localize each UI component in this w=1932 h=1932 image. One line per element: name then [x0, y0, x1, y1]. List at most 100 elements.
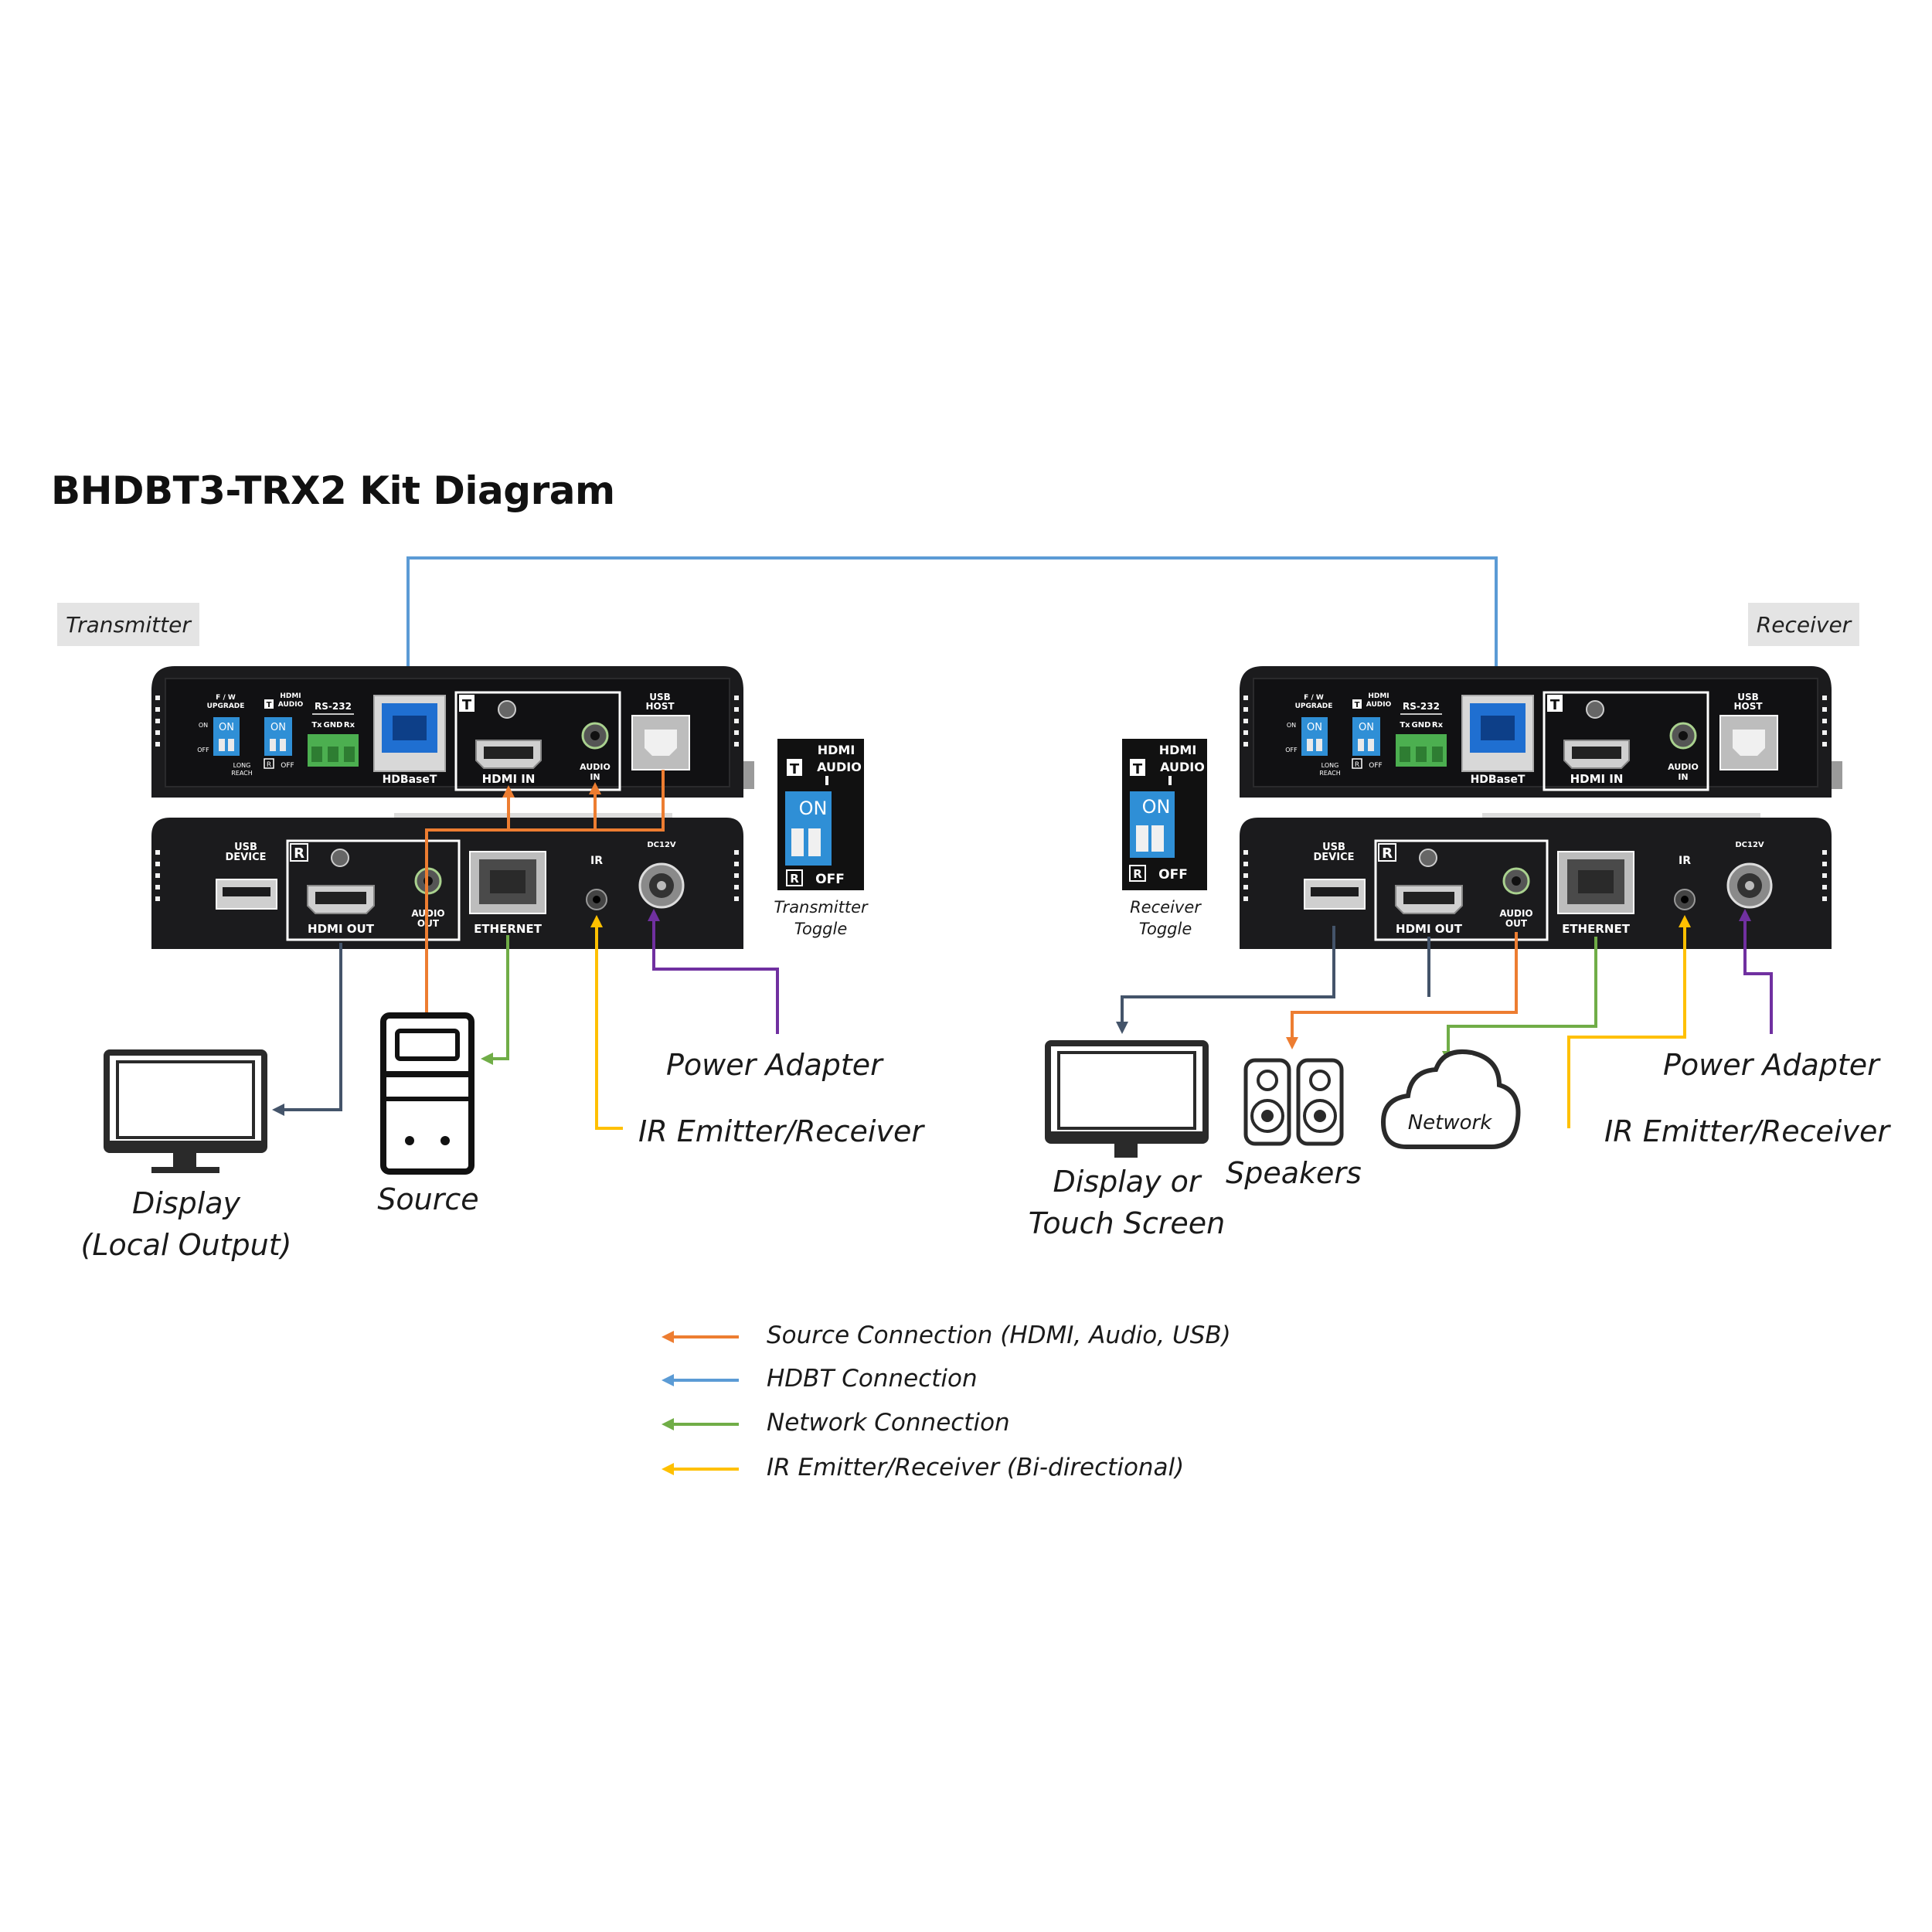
legend-item-ir: IR Emitter/Receiver (Bi-directional) [767, 1454, 1185, 1481]
svg-text:R: R [294, 845, 304, 862]
svg-text:F / W: F / W [216, 694, 236, 702]
svg-text:HDMI OUT: HDMI OUT [308, 922, 375, 936]
svg-text:AUDIO: AUDIO [1668, 762, 1699, 772]
rx-speakers-label: Speakers [1226, 1156, 1362, 1190]
side-screw-icon [1832, 761, 1842, 789]
ground-screw-icon [498, 700, 516, 719]
svg-text:REACH: REACH [1319, 770, 1341, 777]
svg-text:Rx: Rx [1432, 721, 1444, 730]
svg-text:R: R [1382, 845, 1393, 862]
rx-ir-label: IR Emitter/Receiver [1604, 1114, 1889, 1148]
svg-text:HDBaseT: HDBaseT [1471, 774, 1526, 786]
rx-speakers-line [1286, 932, 1518, 1049]
svg-text:LONG: LONG [233, 762, 251, 769]
svg-text:OFF: OFF [1285, 747, 1298, 753]
legend-item-source: Source Connection (HDMI, Audio, USB) [767, 1321, 1231, 1349]
transmitter-top-panel: F / W UPGRADE ON OFF ON LONG REACH T HDM… [151, 666, 754, 798]
svg-text:HOST: HOST [645, 701, 675, 712]
svg-text:Tx: Tx [311, 721, 322, 730]
svg-text:ETHERNET: ETHERNET [1562, 922, 1631, 936]
svg-text:HDBaseT: HDBaseT [383, 774, 437, 786]
hdmi-audio-dip-switch [264, 717, 292, 756]
svg-text:HDMI IN: HDMI IN [482, 772, 536, 786]
svg-text:LONG: LONG [1321, 762, 1339, 769]
fw-dip-switch [213, 717, 240, 756]
rx-network-line [1442, 937, 1597, 1063]
ground-screw-icon [1419, 849, 1437, 867]
svg-text:T: T [790, 761, 800, 777]
svg-text:ON: ON [1287, 722, 1296, 729]
svg-text:UPGRADE: UPGRADE [207, 702, 245, 710]
svg-text:OFF: OFF [815, 872, 845, 887]
svg-text:AUDIO: AUDIO [1499, 908, 1532, 919]
svg-text:DEVICE: DEVICE [226, 852, 267, 863]
svg-text:GND: GND [324, 721, 343, 730]
svg-text:HOST: HOST [1733, 701, 1763, 712]
tx-ir-line [590, 915, 623, 1130]
svg-text:OUT: OUT [1505, 918, 1528, 929]
svg-text:USB: USB [1737, 692, 1759, 702]
legend-item-hdbt: HDBT Connection [767, 1365, 978, 1393]
ground-screw-icon [331, 849, 349, 867]
svg-text:ON: ON [799, 798, 828, 819]
svg-text:ON: ON [1359, 722, 1374, 733]
svg-text:DC12V: DC12V [647, 841, 676, 849]
receiver-toggle: T HDMI AUDIO ON R OFF [1122, 739, 1207, 890]
svg-text:OFF: OFF [1158, 867, 1188, 883]
rx-power-adapter-label: Power Adapter [1663, 1048, 1879, 1082]
tx-source-computer-icon [380, 1012, 474, 1175]
svg-text:HDMI: HDMI [1368, 692, 1389, 700]
rx-ir-line [1567, 915, 1691, 1128]
svg-text:T: T [1355, 701, 1360, 709]
tx-ir-label: IR Emitter/Receiver [638, 1114, 923, 1148]
tx-display-monitor-icon [104, 1049, 267, 1173]
ground-screw-icon [1586, 700, 1604, 719]
svg-text:OFF: OFF [197, 747, 209, 753]
tx-power-line [648, 909, 779, 1034]
tx-display-label: Display(Local Output) [80, 1186, 292, 1262]
tx-network-line [481, 935, 509, 1065]
receiver-bottom-panel: USB DEVICE R HDMI OUT AUDIO OUT ETHERNET… [1240, 813, 1832, 949]
svg-text:R: R [1133, 867, 1142, 881]
diagram-title: BHDBT3-TRX2 Kit Diagram [51, 468, 615, 513]
svg-text:REACH: REACH [231, 770, 253, 777]
svg-text:AUDIO: AUDIO [278, 701, 304, 709]
hdmi-audio-dip-switch [1352, 717, 1380, 756]
svg-text:DEVICE: DEVICE [1314, 852, 1355, 863]
svg-text:OFF: OFF [281, 762, 294, 770]
svg-text:HDMI IN: HDMI IN [1570, 772, 1624, 786]
svg-text:ON: ON [1307, 722, 1322, 733]
svg-text:AUDIO: AUDIO [580, 762, 611, 772]
svg-text:AUDIO: AUDIO [1366, 701, 1392, 709]
svg-text:Rx: Rx [344, 721, 355, 730]
tx-display-line [272, 943, 342, 1116]
svg-text:IN: IN [1678, 772, 1688, 782]
svg-text:ETHERNET: ETHERNET [474, 922, 543, 936]
svg-text:ON: ON [199, 722, 208, 729]
svg-text:ON: ON [270, 722, 286, 733]
svg-text:HDMI: HDMI [280, 692, 301, 700]
svg-text:IR: IR [590, 855, 603, 867]
svg-text:RS-232: RS-232 [315, 701, 352, 712]
svg-text:RS-232: RS-232 [1403, 701, 1440, 712]
transmitter-tag: Transmitter [57, 603, 199, 646]
svg-text:AUDIO: AUDIO [817, 760, 862, 774]
receiver-tag: Receiver [1748, 603, 1859, 646]
svg-text:T: T [1133, 761, 1143, 777]
svg-text:DC12V: DC12V [1735, 841, 1764, 849]
svg-text:Tx: Tx [1400, 721, 1410, 730]
svg-text:T: T [267, 701, 272, 709]
svg-text:R: R [1355, 761, 1359, 769]
svg-text:USB: USB [234, 842, 257, 853]
svg-text:T: T [1550, 697, 1560, 713]
rx-display-line-usb [1116, 926, 1335, 1034]
svg-text:HDMI: HDMI [818, 743, 855, 757]
svg-text:T: T [462, 697, 472, 713]
svg-text:USB: USB [1322, 842, 1345, 853]
transmitter-toggle: T HDMI AUDIO ON R OFF [777, 739, 864, 890]
rx-display-monitor-icon [1045, 1040, 1209, 1158]
